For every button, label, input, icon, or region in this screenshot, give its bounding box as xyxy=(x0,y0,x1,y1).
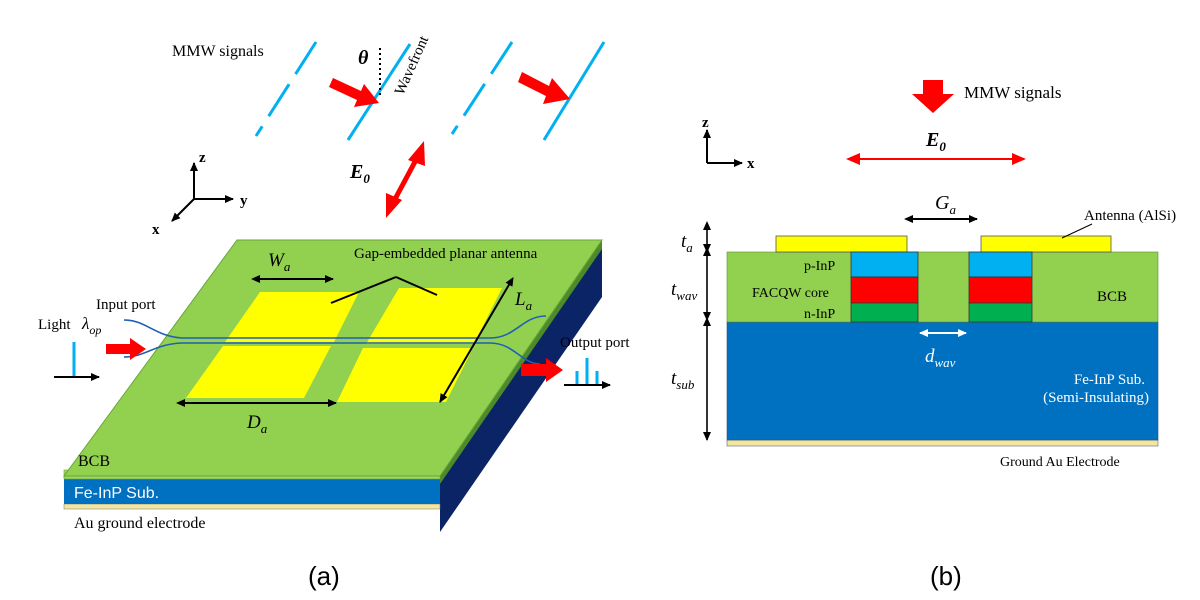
light-input xyxy=(54,338,146,381)
e0-label-a: E0 xyxy=(349,161,370,186)
panel-b: MMW signals z x E0 Ga xyxy=(671,80,1176,591)
core-label: FACQW core xyxy=(752,286,829,301)
slab-right-side-green-edge xyxy=(440,240,602,484)
ta-label: ta xyxy=(681,231,693,255)
antenna-left xyxy=(775,235,908,253)
n-inp-right xyxy=(968,302,1033,323)
antenna-leader-1 xyxy=(330,276,397,304)
ground-label-a: Au ground electrode xyxy=(74,515,206,532)
substrate-label-b-line1: Fe-InP Sub. xyxy=(1074,372,1145,388)
e0-label-b: E0 xyxy=(925,129,946,154)
axis-z-label-a: z xyxy=(199,150,206,166)
axes-2d xyxy=(703,129,743,167)
wavefront-line-4 xyxy=(542,41,606,141)
dwav-label: dwav xyxy=(925,346,956,370)
e0-field-arrow xyxy=(386,141,425,218)
axes-3d xyxy=(171,162,234,222)
slab-right-side xyxy=(440,240,602,532)
antenna-label-leader xyxy=(1061,223,1093,239)
waveguide-left xyxy=(850,251,919,323)
axis-x-label-a: x xyxy=(152,222,160,238)
substrate-b xyxy=(726,321,1159,441)
axis-x-label-b: x xyxy=(747,156,755,172)
la-arrow xyxy=(439,276,514,403)
antenna-label-a: Gap-embedded planar antenna xyxy=(354,246,538,262)
ground-label-b: Ground Au Electrode xyxy=(1000,455,1120,470)
axis-y-label-a: y xyxy=(240,193,248,209)
incident-arrow-1 xyxy=(329,78,379,107)
ga-label: Ga xyxy=(935,192,956,217)
ground-electrode-b xyxy=(726,439,1159,447)
twav-label: twav xyxy=(671,279,697,303)
bcb-layer-b xyxy=(726,251,1159,323)
antenna-pad-top-left xyxy=(225,292,359,342)
antenna-right xyxy=(980,235,1112,253)
caption-b: (b) xyxy=(930,561,962,591)
wavefront-line-2 xyxy=(346,43,412,141)
antenna-label-b: Antenna (AlSi) xyxy=(1084,208,1176,224)
p-inp-label: p-InP xyxy=(804,259,835,274)
theta-label: θ xyxy=(358,47,369,69)
substrate-label-a: Fe-InP Sub. xyxy=(74,485,159,502)
n-inp-label: n-InP xyxy=(804,307,835,322)
mmw-signals-label-b: MMW signals xyxy=(964,83,1061,102)
output-port-arrow xyxy=(521,358,563,382)
e0-field-arrow-b xyxy=(846,153,1026,165)
core-right xyxy=(968,276,1033,304)
light-output xyxy=(521,358,611,389)
antenna-leader-2 xyxy=(395,276,438,296)
optical-waveguides xyxy=(123,315,547,365)
da-label: Da xyxy=(246,412,268,436)
wavefront-line-1 xyxy=(254,41,318,137)
axis-z-label-b: z xyxy=(702,115,709,131)
n-inp-left xyxy=(850,302,919,323)
mmw-down-arrow xyxy=(912,80,954,113)
bcb-label-b: BCB xyxy=(1097,289,1127,305)
light-label: Light xyxy=(38,317,71,333)
la-label: La xyxy=(514,289,533,313)
lambda-op-label: λop xyxy=(81,314,101,337)
substrate-layer xyxy=(64,479,440,504)
incident-arrow-2 xyxy=(518,72,570,104)
wavefront-line-3 xyxy=(450,41,514,135)
core-left xyxy=(850,276,919,304)
ground-layer xyxy=(63,503,441,510)
input-port-arrow xyxy=(106,338,146,360)
panel-a: MMW signals θ Wavefront E0 z y x Wa Gap-… xyxy=(38,33,630,591)
wa-label: Wa xyxy=(268,250,291,274)
bcb-label-a: BCB xyxy=(78,453,110,470)
antenna-pad-bottom-left xyxy=(186,346,331,398)
input-port-label: Input port xyxy=(96,297,156,313)
wavefront-lines xyxy=(254,41,606,141)
antenna-pad-bottom-right xyxy=(337,348,473,402)
bcb-top-face xyxy=(63,239,603,477)
substrate-label-b-line2: (Semi-Insulating) xyxy=(1043,390,1149,406)
p-inp-left xyxy=(850,251,919,278)
dimension-arrows-a xyxy=(176,275,514,407)
wavefront-label: Wavefront xyxy=(392,33,433,98)
caption-a: (a) xyxy=(308,561,340,591)
waveguide-right xyxy=(968,251,1033,323)
p-inp-right xyxy=(968,251,1033,278)
tsub-label: tsub xyxy=(671,368,695,392)
output-port-label: Output port xyxy=(560,335,630,351)
mmw-signals-label-a: MMW signals xyxy=(172,43,264,60)
